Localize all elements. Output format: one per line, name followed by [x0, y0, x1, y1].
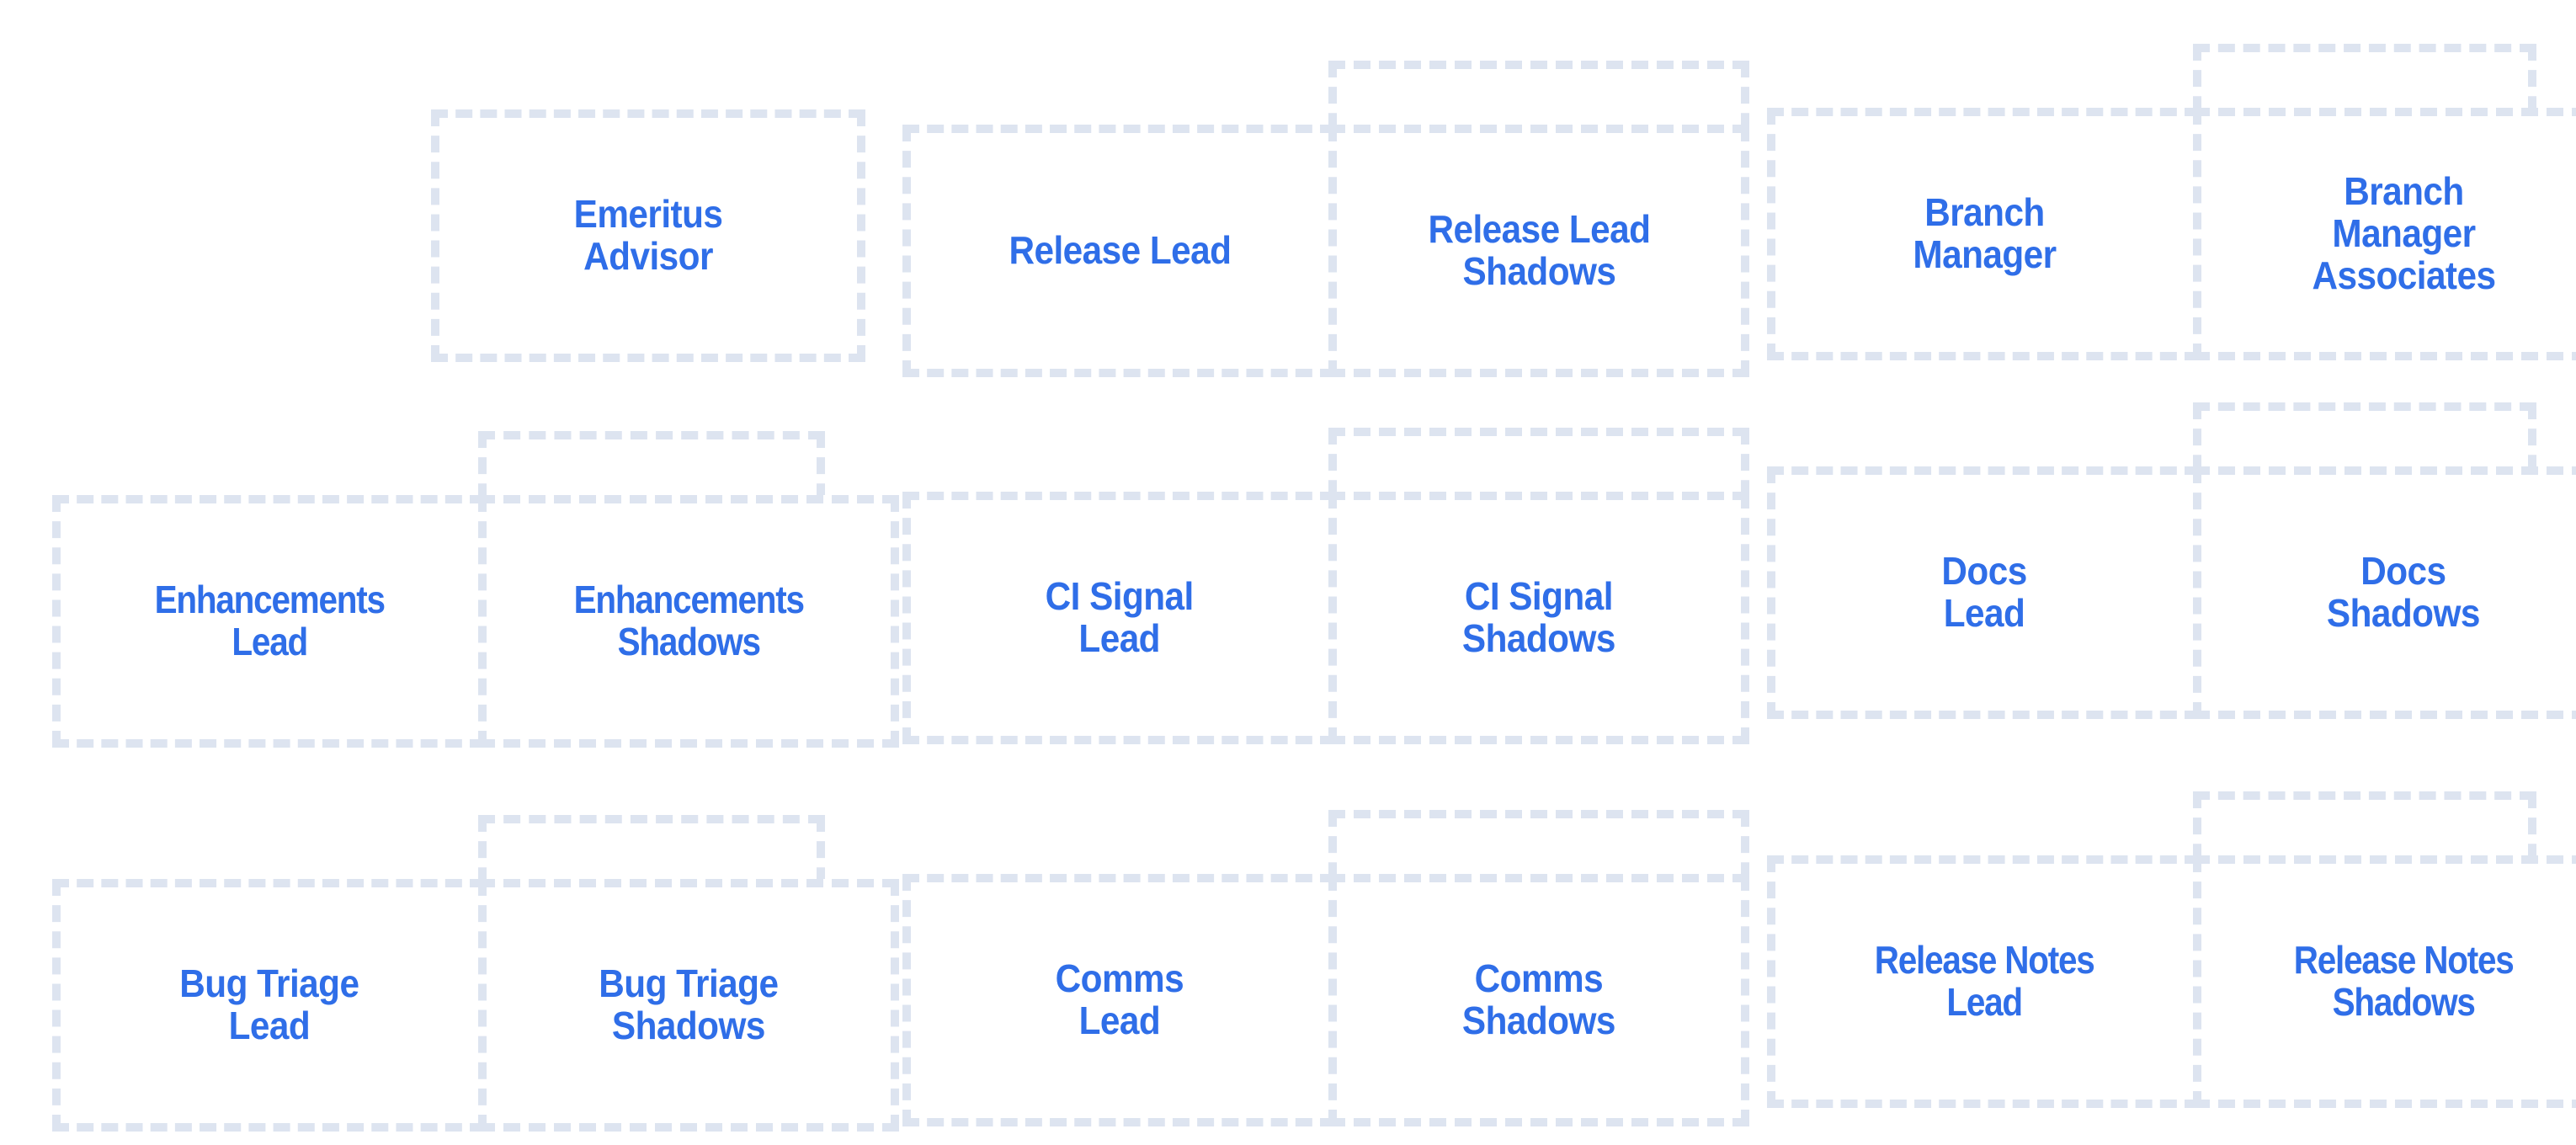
role-group-enhancements[interactable]: Enhancements Lead Enhancements Shadows — [52, 431, 899, 748]
role-group-docs[interactable]: Docs Lead Docs Shadows — [1767, 402, 2576, 719]
role-group-bug-triage[interactable]: Bug Triage Lead Bug Triage Shadows — [52, 815, 899, 1132]
card-label-comms-shadows: Comms Shadows — [1462, 956, 1615, 1042]
role-card-branch-manager-shadows[interactable]: Branch Manager Associates — [2193, 108, 2576, 360]
role-card-comms-shadows[interactable]: Comms Shadows — [1328, 874, 1749, 1126]
card-label-bug-triage-shadows: Bug Triage Shadows — [599, 961, 779, 1047]
card-label-emeritus-advisor-lead: Emeritus Advisor — [573, 192, 723, 278]
card-label-enhancements-shadows: Enhancements Shadows — [573, 578, 804, 663]
role-group-release-lead[interactable]: Release Lead Release Lead Shadows — [902, 61, 1749, 377]
role-card-ci-signal-shadows[interactable]: CI Signal Shadows — [1328, 492, 1749, 744]
card-label-ci-signal-shadows: CI Signal Shadows — [1462, 574, 1615, 660]
card-label-docs-lead: Docs Lead — [1941, 549, 2027, 635]
role-group-comms[interactable]: Comms Lead Comms Shadows — [902, 810, 1749, 1126]
role-card-release-lead-lead[interactable]: Release Lead — [902, 125, 1337, 377]
card-label-release-notes-lead: Release Notes Lead — [1874, 938, 2095, 1024]
card-label-enhancements-lead: Enhancements Lead — [154, 578, 385, 663]
card-label-ci-signal-lead: CI Signal Lead — [1045, 574, 1195, 660]
card-label-docs-shadows: Docs Shadows — [2327, 549, 2480, 635]
card-label-branch-manager-lead: Branch Manager — [1912, 190, 2057, 276]
role-group-branch-manager[interactable]: Branch Manager Branch Manager Associates — [1767, 44, 2576, 360]
role-card-docs-lead[interactable]: Docs Lead — [1767, 466, 2201, 719]
role-group-ci-signal[interactable]: CI Signal Lead CI Signal Shadows — [902, 428, 1749, 744]
role-card-enhancements-shadows[interactable]: Enhancements Shadows — [478, 495, 899, 748]
role-card-comms-lead[interactable]: Comms Lead — [902, 874, 1337, 1126]
role-card-bug-triage-shadows[interactable]: Bug Triage Shadows — [478, 879, 899, 1132]
role-card-bug-triage-lead[interactable]: Bug Triage Lead — [52, 879, 487, 1132]
role-card-release-notes-lead[interactable]: Release Notes Lead — [1767, 855, 2201, 1108]
card-label-release-lead-shadows: Release Lead Shadows — [1428, 207, 1650, 293]
card-label-release-notes-shadows: Release Notes Shadows — [2293, 938, 2515, 1024]
card-label-comms-lead: Comms Lead — [1055, 956, 1184, 1042]
role-card-release-lead-shadows[interactable]: Release Lead Shadows — [1328, 125, 1749, 377]
card-label-release-lead-lead: Release Lead — [1009, 228, 1231, 273]
role-card-ci-signal-lead[interactable]: CI Signal Lead — [902, 492, 1337, 744]
role-card-emeritus-advisor[interactable]: Emeritus Advisor — [431, 109, 865, 362]
role-card-branch-manager-lead[interactable]: Branch Manager — [1767, 108, 2201, 360]
role-card-docs-shadows[interactable]: Docs Shadows — [2193, 466, 2576, 719]
card-label-bug-triage-lead: Bug Triage Lead — [179, 961, 359, 1047]
card-label-branch-manager-shadows: Branch Manager Associates — [2312, 169, 2496, 297]
role-group-release-notes[interactable]: Release Notes Lead Release Notes Shadows — [1767, 791, 2576, 1108]
role-card-release-notes-shadows[interactable]: Release Notes Shadows — [2193, 855, 2576, 1108]
role-card-enhancements-lead[interactable]: Enhancements Lead — [52, 495, 487, 748]
